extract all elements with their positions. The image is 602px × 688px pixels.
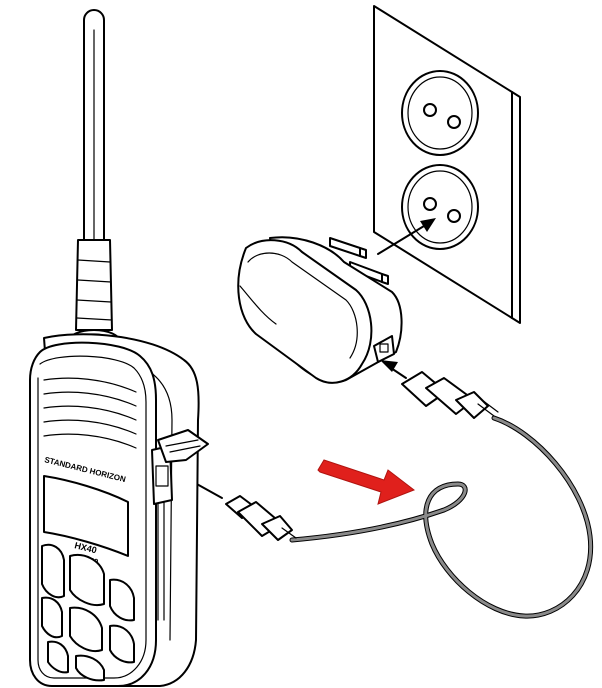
micro-usb-connector (225, 495, 297, 541)
outlet-socket-upper (401, 70, 479, 156)
radio-display (43, 475, 129, 557)
handheld-radio: STANDARD HORIZON HX40 HX40 (29, 9, 209, 687)
outlet-socket-lower (401, 164, 479, 250)
speaker-grille (43, 377, 137, 449)
ac-adapter (237, 236, 403, 384)
usb-insert-arrow (380, 360, 407, 379)
radio-keypad (41, 543, 135, 682)
plug-insert-arrow (377, 218, 436, 255)
usb-a-connector (401, 371, 499, 419)
usb-cable (289, 415, 594, 619)
wall-outlet (373, 5, 521, 324)
radio-charge-port (151, 429, 209, 505)
charging-highlight-arrow (317, 459, 416, 505)
radio-antenna (67, 9, 121, 355)
